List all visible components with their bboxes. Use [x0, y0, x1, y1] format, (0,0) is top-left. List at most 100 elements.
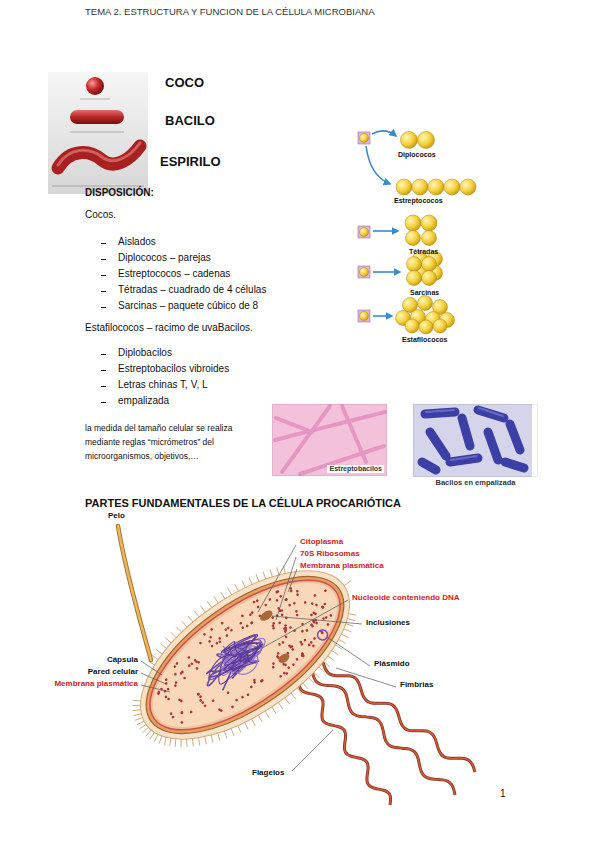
streptobacilli-photo: [272, 404, 387, 476]
illustration-part: [360, 268, 369, 277]
ribosome: [187, 656, 191, 660]
flagellum-core: [299, 678, 390, 805]
ribosome: [253, 681, 257, 685]
scale-bar: [80, 99, 110, 100]
plasma-membrane: [127, 552, 364, 758]
ribosome: [321, 606, 325, 610]
ribosome: [174, 684, 178, 688]
ribosome: [321, 631, 325, 635]
flagellum-core: [323, 662, 475, 772]
ribosome: [272, 662, 276, 666]
palisade-bacilli-photo: [413, 404, 532, 477]
ribosome: [173, 665, 177, 669]
ribosome: [189, 710, 193, 714]
ribosome: [195, 667, 199, 671]
ribosome: [280, 613, 284, 617]
cytoplasm: [131, 556, 360, 754]
bacillus: [70, 110, 124, 124]
illustration-part: [412, 179, 428, 195]
ribosome: [293, 601, 297, 605]
ribosome: [314, 612, 318, 616]
ribosome: [241, 614, 245, 618]
illustration-part: [272, 404, 387, 476]
capsule: [113, 538, 378, 772]
ribosome: [241, 695, 245, 699]
ribosome: [252, 600, 256, 604]
ribosome: [211, 699, 215, 703]
ribosome: [295, 609, 299, 613]
illustration-part: [141, 685, 170, 692]
part-name: Fimbrias: [400, 680, 433, 690]
illustration-part: [406, 231, 421, 246]
ribosome: [157, 692, 161, 696]
photo-panel: Estreptobacilos: [272, 404, 387, 476]
figure-caption: Sarcinas: [410, 289, 439, 297]
body-text: Cocos.: [85, 209, 116, 221]
ribosome: [169, 712, 173, 716]
list-dash: [101, 354, 106, 355]
list-item: Tétradas – cuadrado de 4 células: [118, 284, 266, 296]
illustration-part: [462, 418, 470, 446]
illustration-part: [419, 320, 433, 334]
ribosome: [175, 662, 179, 666]
illustration-part: [262, 600, 348, 648]
illustration-part: [373, 315, 392, 317]
ribosome: [180, 721, 184, 725]
ribosome: [295, 658, 299, 662]
ribosome: [197, 660, 201, 664]
list-dash: [101, 307, 106, 308]
ribosome: [301, 629, 305, 633]
illustration-part: [276, 557, 296, 620]
pilus: [118, 526, 151, 660]
illustration-part: [272, 616, 362, 624]
scale-bar: [52, 186, 144, 187]
list-item: Diplococos – parejas: [118, 252, 211, 264]
ribosome: [215, 641, 219, 645]
ribosome: [245, 624, 249, 628]
ribosome: [303, 601, 307, 605]
flagellum: [312, 670, 455, 795]
illustration-part: [422, 257, 437, 272]
list-dash: [101, 386, 106, 387]
ribosome: [250, 621, 254, 625]
ribosome: [285, 672, 289, 676]
ribosome: [271, 665, 275, 669]
ribosome: [190, 662, 194, 666]
ribosome: [309, 641, 313, 645]
ribosome: [324, 589, 328, 593]
ribosome: [296, 593, 300, 597]
section-heading: PARTES FUNDAMENTALES DE LA CÉLULA PROCAR…: [85, 497, 401, 510]
ribosome: [312, 644, 316, 648]
ribosome: [241, 626, 245, 630]
illustration-part: [428, 179, 444, 195]
ribosome: [164, 678, 168, 682]
ribosome: [199, 641, 203, 645]
ribosome: [255, 599, 259, 603]
flagella: [299, 662, 475, 805]
illustration-part: [336, 668, 396, 687]
flagellum: [323, 662, 475, 772]
list-item: Estreptobacilos vibroides: [118, 363, 229, 375]
ribosome: [284, 616, 288, 620]
ribosome: [235, 698, 239, 702]
picture-ground: [48, 72, 148, 194]
ribosome: [320, 605, 324, 609]
note-text: la medida del tamaño celular se realiza …: [85, 421, 268, 463]
ribosome: [167, 697, 171, 701]
illustration-part: [358, 266, 370, 278]
flagellum-core: [312, 670, 455, 795]
list-dash: [101, 243, 106, 244]
ribosome: [210, 628, 214, 632]
illustration-part: [292, 730, 333, 771]
ribosome: [197, 692, 201, 696]
illustration-part: [300, 446, 384, 474]
list-item: Aislados: [118, 236, 156, 248]
section-heading: DISPOSICIÓN:: [85, 187, 154, 199]
ribosome: [268, 598, 272, 602]
cell-shapes-picture: [48, 72, 148, 194]
inclusion: [258, 608, 274, 623]
ribosome: [203, 704, 207, 708]
ribosome: [281, 641, 285, 645]
ribosome: [174, 672, 178, 676]
